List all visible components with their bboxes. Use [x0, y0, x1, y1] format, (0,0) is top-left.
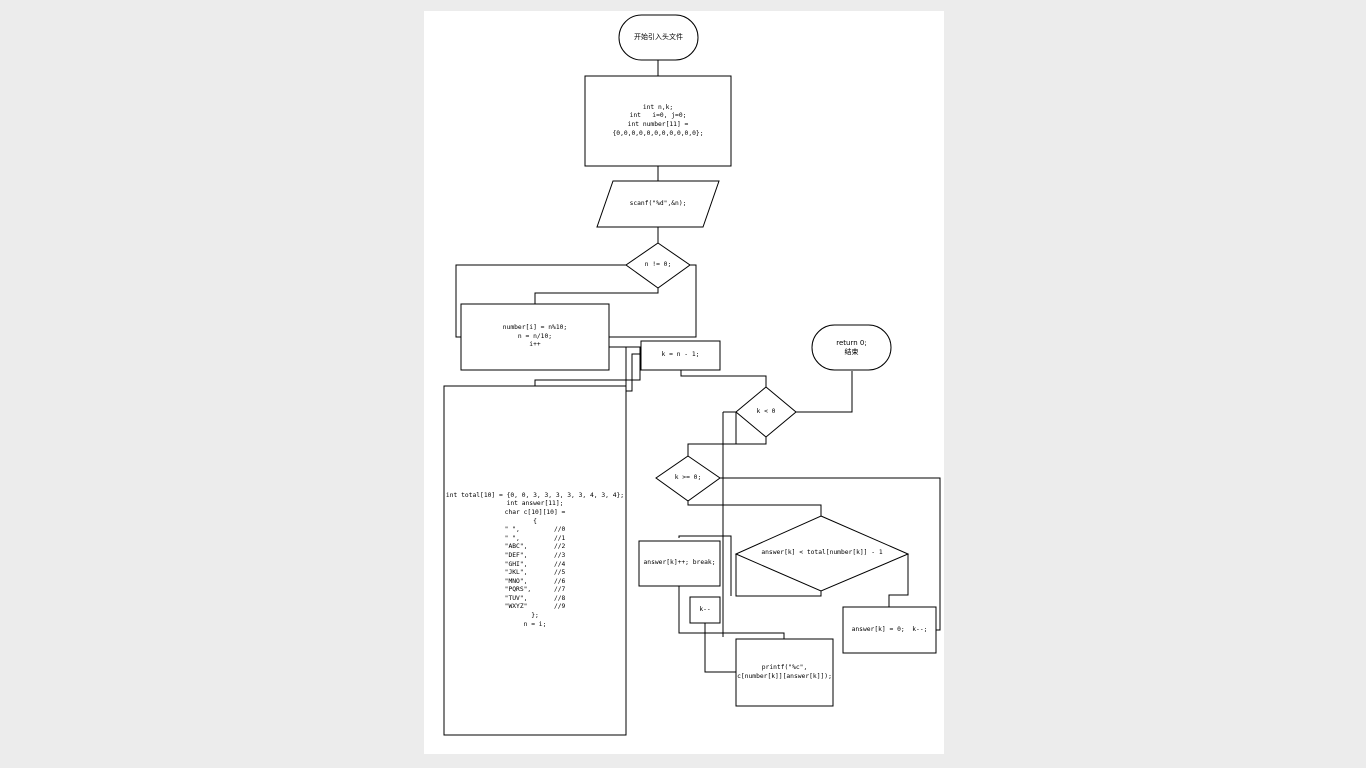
k-dec-label: k-- — [699, 605, 711, 613]
connector-kinit-cond — [680, 370, 767, 387]
tables-label: int total[10] = {0, 0, 3, 3, 3, 3, 3, 4,… — [445, 491, 625, 628]
connector-condge-right — [720, 477, 941, 631]
connector-answer-inc — [678, 535, 822, 597]
reset-label: answer[k] = 0; k--; — [851, 625, 928, 633]
tables-box — [443, 385, 627, 736]
condition-k-lt-label: k < 0 — [756, 407, 776, 415]
connector-tables-side — [625, 353, 641, 481]
return-label: return 0; 结束 — [836, 338, 867, 356]
scanf-parallelogram — [596, 180, 720, 228]
k-init-label: k = n - 1; — [661, 351, 700, 359]
connector-cond-body — [534, 288, 659, 304]
return-terminal — [811, 324, 892, 371]
condition-answer-diamond — [734, 515, 910, 592]
flowchart-svg — [443, 14, 941, 736]
connector-answer-reset — [888, 554, 909, 607]
connector-loop-vertical — [722, 411, 737, 637]
declaration-label: int n,k; int i=0, j=0; int number[11] = … — [612, 103, 704, 137]
inc-break-label: answer[k]++; break; — [643, 559, 716, 567]
condition-k-lt-diamond — [735, 386, 797, 438]
condition-n-label: n != 0; — [644, 261, 672, 269]
flowchart-canvas: 开始引入头文件 int n,k; int i=0, j=0; int numbe… — [424, 11, 944, 754]
connector-condlt-condge — [687, 437, 767, 456]
reset-box — [842, 606, 937, 654]
loop-body-box — [460, 303, 610, 371]
condition-answer-label: answer[k] < total[number[k]] - 1 — [761, 549, 883, 557]
inc-break-box — [638, 540, 721, 587]
condition-n-diamond — [625, 242, 691, 289]
connector-body-cond — [609, 264, 697, 338]
start-terminal — [618, 14, 699, 61]
connector-tables-kinit — [625, 346, 641, 481]
declaration-box — [584, 75, 732, 167]
scanf-label: scanf("%d",&n); — [629, 199, 687, 207]
k-init-box — [640, 340, 721, 371]
loop-body-label: number[i] = n%10; n = n/10; i++ — [502, 324, 568, 349]
k-dec-box — [689, 596, 721, 624]
connector-kdec-printf — [678, 586, 785, 673]
printf-label: printf("%c", c[number[k]][answer[k]]); — [737, 663, 832, 680]
printf-box — [735, 638, 834, 707]
condition-k-ge-label: k >= 0; — [674, 474, 702, 482]
connector-condge-answer — [687, 501, 822, 516]
connector-cond-return — [796, 371, 853, 413]
start-label: 开始引入头文件 — [634, 33, 683, 42]
connector-cond-loopback — [455, 264, 626, 338]
condition-k-ge-diamond — [655, 455, 721, 502]
